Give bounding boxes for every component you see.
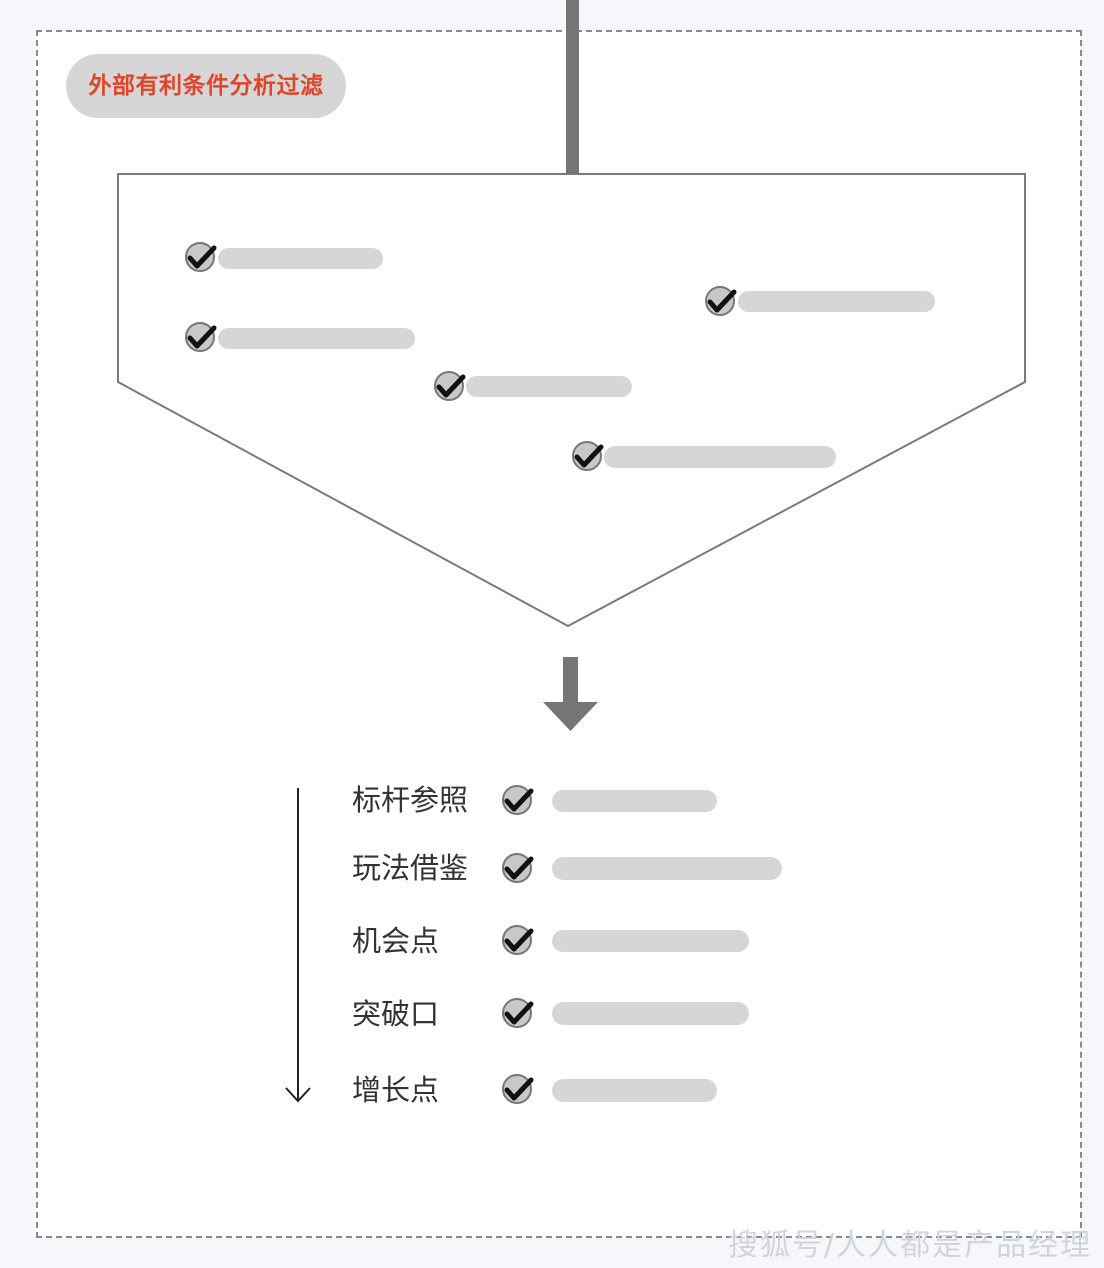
- result-label-gameplay: 玩法借鉴: [352, 851, 469, 885]
- funnel-item: [435, 372, 632, 400]
- checkmark-icon: [503, 1075, 531, 1103]
- arrow-down-icon: [543, 657, 598, 731]
- placeholder-bar: [218, 328, 415, 349]
- result-item-marker: [503, 999, 749, 1027]
- placeholder-bar: [552, 930, 749, 952]
- checkmark-icon: [706, 287, 734, 315]
- result-item-marker: [503, 854, 782, 882]
- placeholder-bar: [738, 291, 935, 312]
- checkmark-icon: [503, 854, 531, 882]
- checkmark-icon: [503, 786, 531, 814]
- checkmark-icon: [503, 926, 531, 954]
- placeholder-bar: [552, 857, 782, 880]
- section-title-badge: 外部有利条件分析过滤: [66, 54, 346, 118]
- checkmark-icon: [573, 442, 601, 470]
- result-label-benchmark: 标杆参照: [352, 783, 469, 817]
- placeholder-bar: [552, 790, 717, 812]
- result-item-marker: [503, 1075, 717, 1103]
- funnel-item: [706, 287, 935, 315]
- checkmark-icon: [503, 999, 531, 1027]
- funnel-item: [573, 442, 836, 470]
- placeholder-bar: [552, 1002, 749, 1025]
- funnel-shape: [117, 173, 1026, 628]
- watermark-text: 搜狐号/人人都是产品经理: [728, 1228, 1093, 1263]
- placeholder-bar: [552, 1079, 717, 1102]
- result-item-marker: [503, 926, 749, 954]
- result-label-breakthrough: 突破口: [352, 997, 440, 1031]
- placeholder-bar: [218, 248, 383, 269]
- flow-arrow-icon: [285, 788, 311, 1103]
- funnel-item: [186, 323, 415, 351]
- checkmark-icon: [186, 243, 214, 271]
- funnel-item: [186, 243, 383, 271]
- placeholder-bar: [604, 446, 836, 468]
- placeholder-bar: [466, 376, 632, 397]
- checkmark-icon: [435, 372, 463, 400]
- checkmark-icon: [186, 323, 214, 351]
- result-label-growth: 增长点: [352, 1073, 440, 1107]
- result-item-marker: [503, 786, 717, 814]
- result-label-opportunity: 机会点: [352, 924, 440, 958]
